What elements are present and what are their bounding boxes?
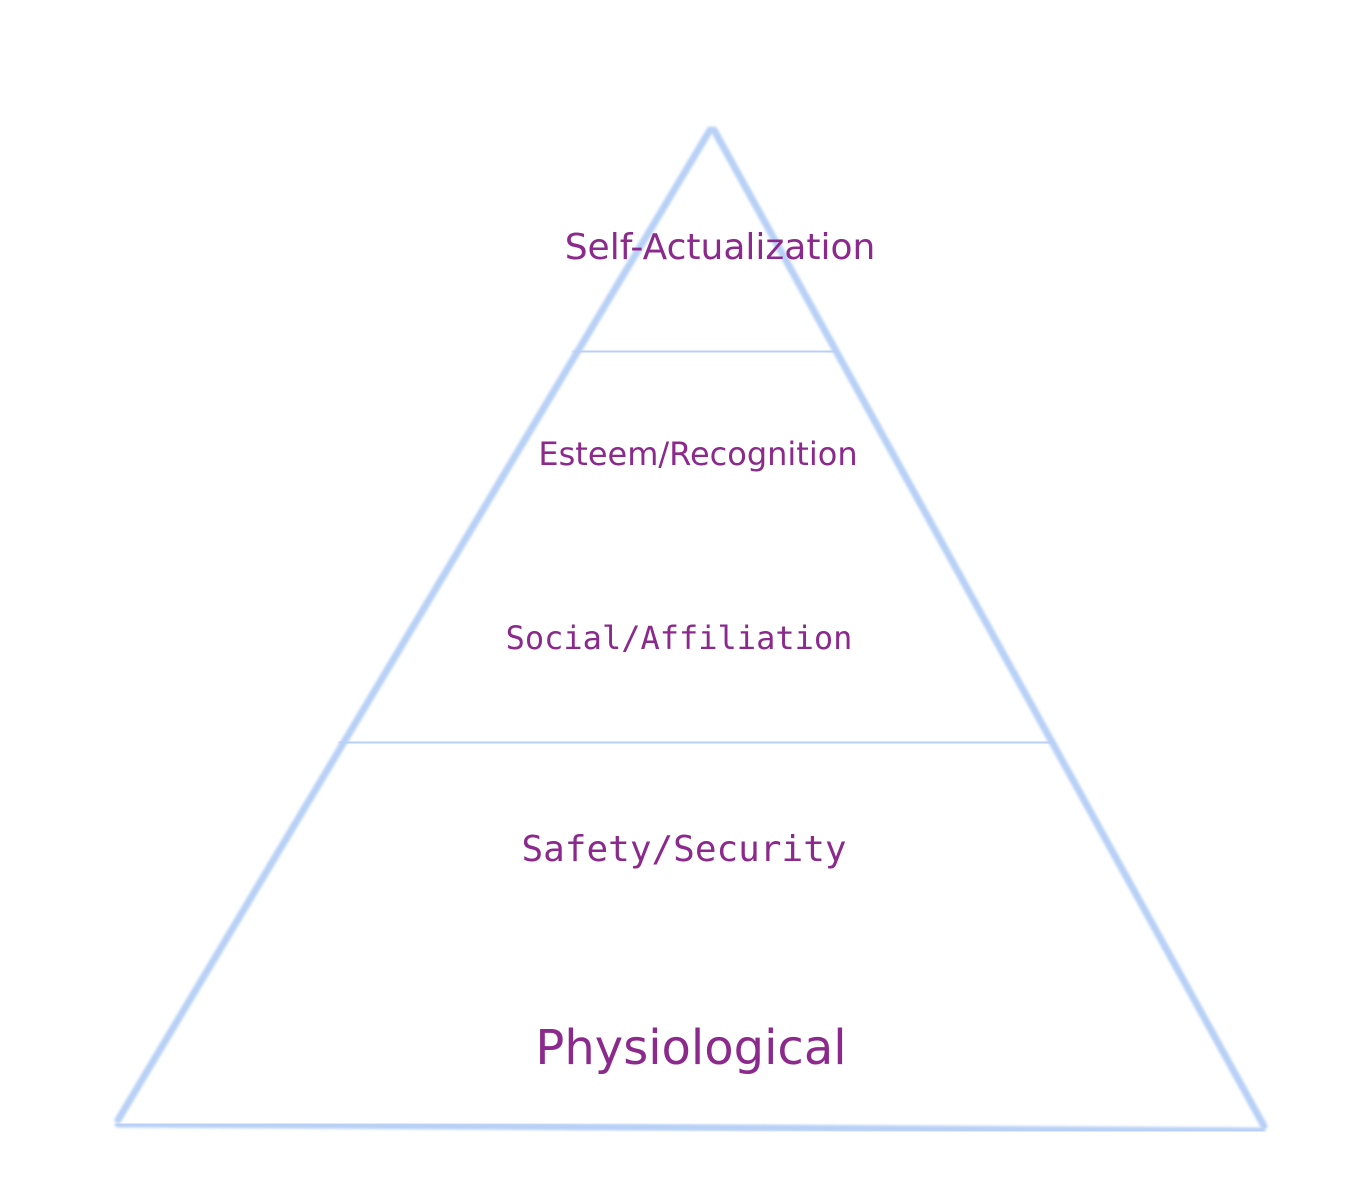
tier-divider-1 [572,347,838,356]
pyramid-right-edge [710,126,1268,1130]
tier-label-safety-security: Safety/Security [521,829,847,870]
pyramid-base [114,1120,1266,1135]
tier-label-physiological: Physiological [535,1020,847,1076]
tier-label-esteem-recognition: Esteem/Recognition [538,435,858,473]
tier-divider-3 [338,738,1054,747]
tier-label-social-affiliation: Social/Affiliation [505,619,853,657]
tier-label-self-actualization: Self-Actualization [564,227,876,268]
